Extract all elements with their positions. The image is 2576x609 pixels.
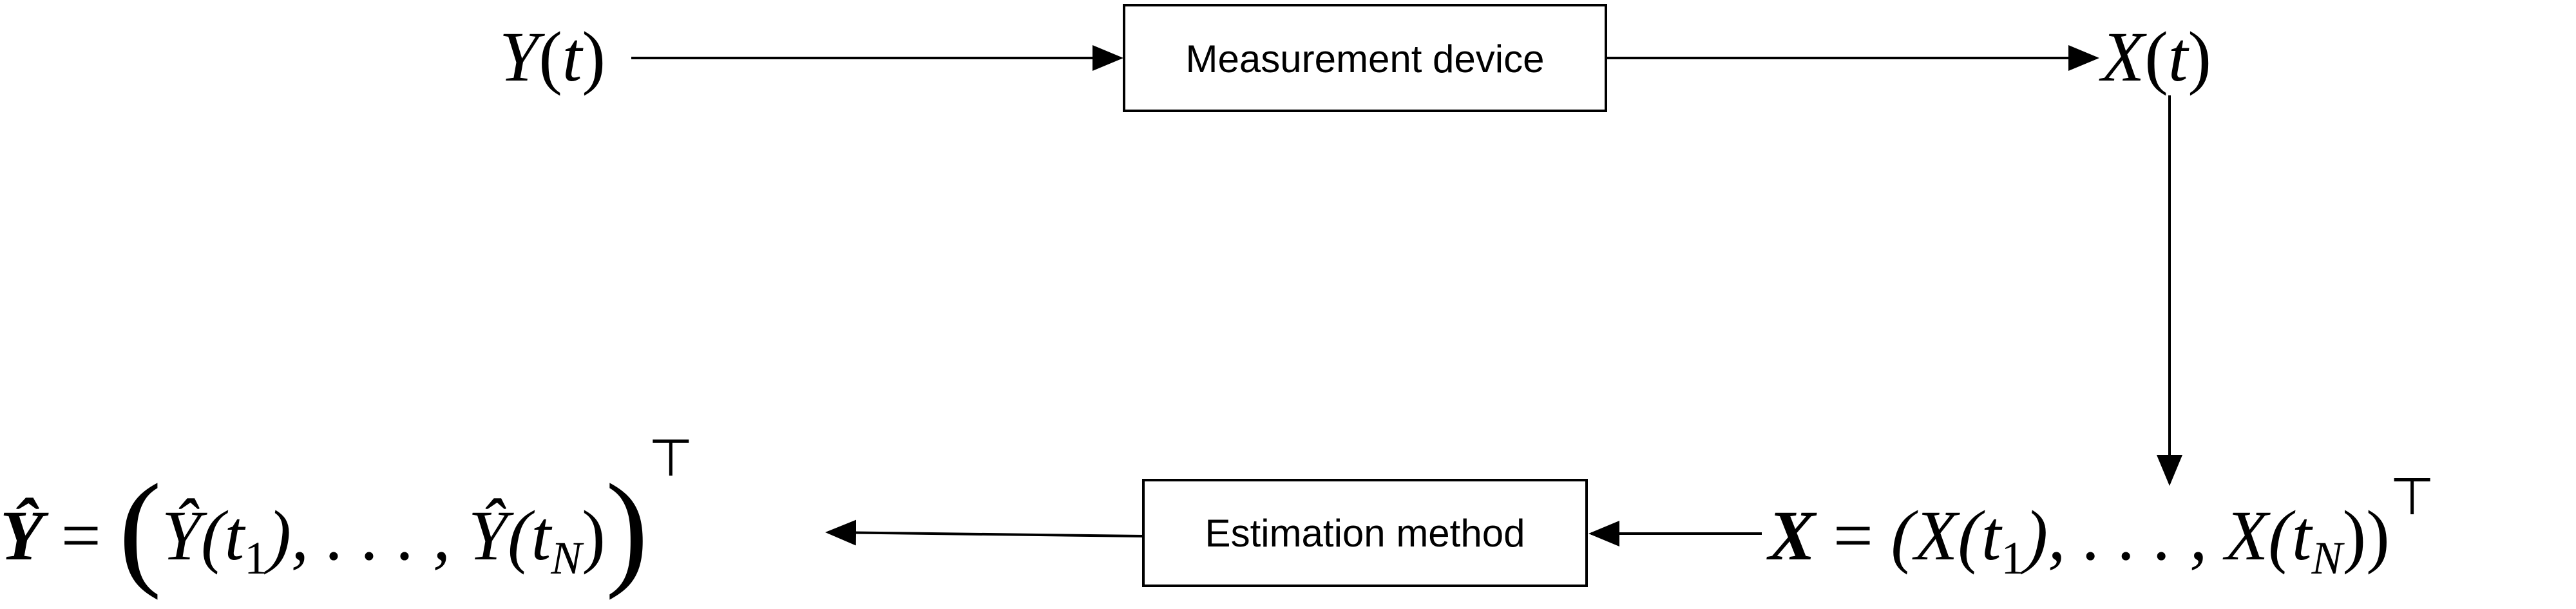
- svg-text:Ŷ = (Ŷ(t1), . . . , Ŷ(tN))⊤: Ŷ = (Ŷ(t1), . . . , Ŷ(tN))⊤: [0, 430, 693, 601]
- input-signal-label: Y(t): [499, 17, 606, 96]
- sample-vector-expression: X = (X(t1), . . . , X(tN))⊤: [1766, 469, 2434, 584]
- measurement-device-label: Measurement device: [1186, 37, 1545, 81]
- measured-signal-label: X(t): [2099, 17, 2211, 96]
- estimation-method-node: Estimation method: [1142, 479, 1588, 587]
- estimate-vector-expression: Ŷ = (Ŷ(t1), . . . , Ŷ(tN))⊤: [0, 430, 693, 601]
- measurement-device-node: Measurement device: [1123, 4, 1607, 112]
- estimation-method-label: Estimation method: [1205, 512, 1525, 555]
- svg-text:X = (X(t1), . . . , X(tN))⊤: X = (X(t1), . . . , X(tN))⊤: [1766, 469, 2434, 584]
- edge-estimation-to-estimate: [825, 519, 1144, 546]
